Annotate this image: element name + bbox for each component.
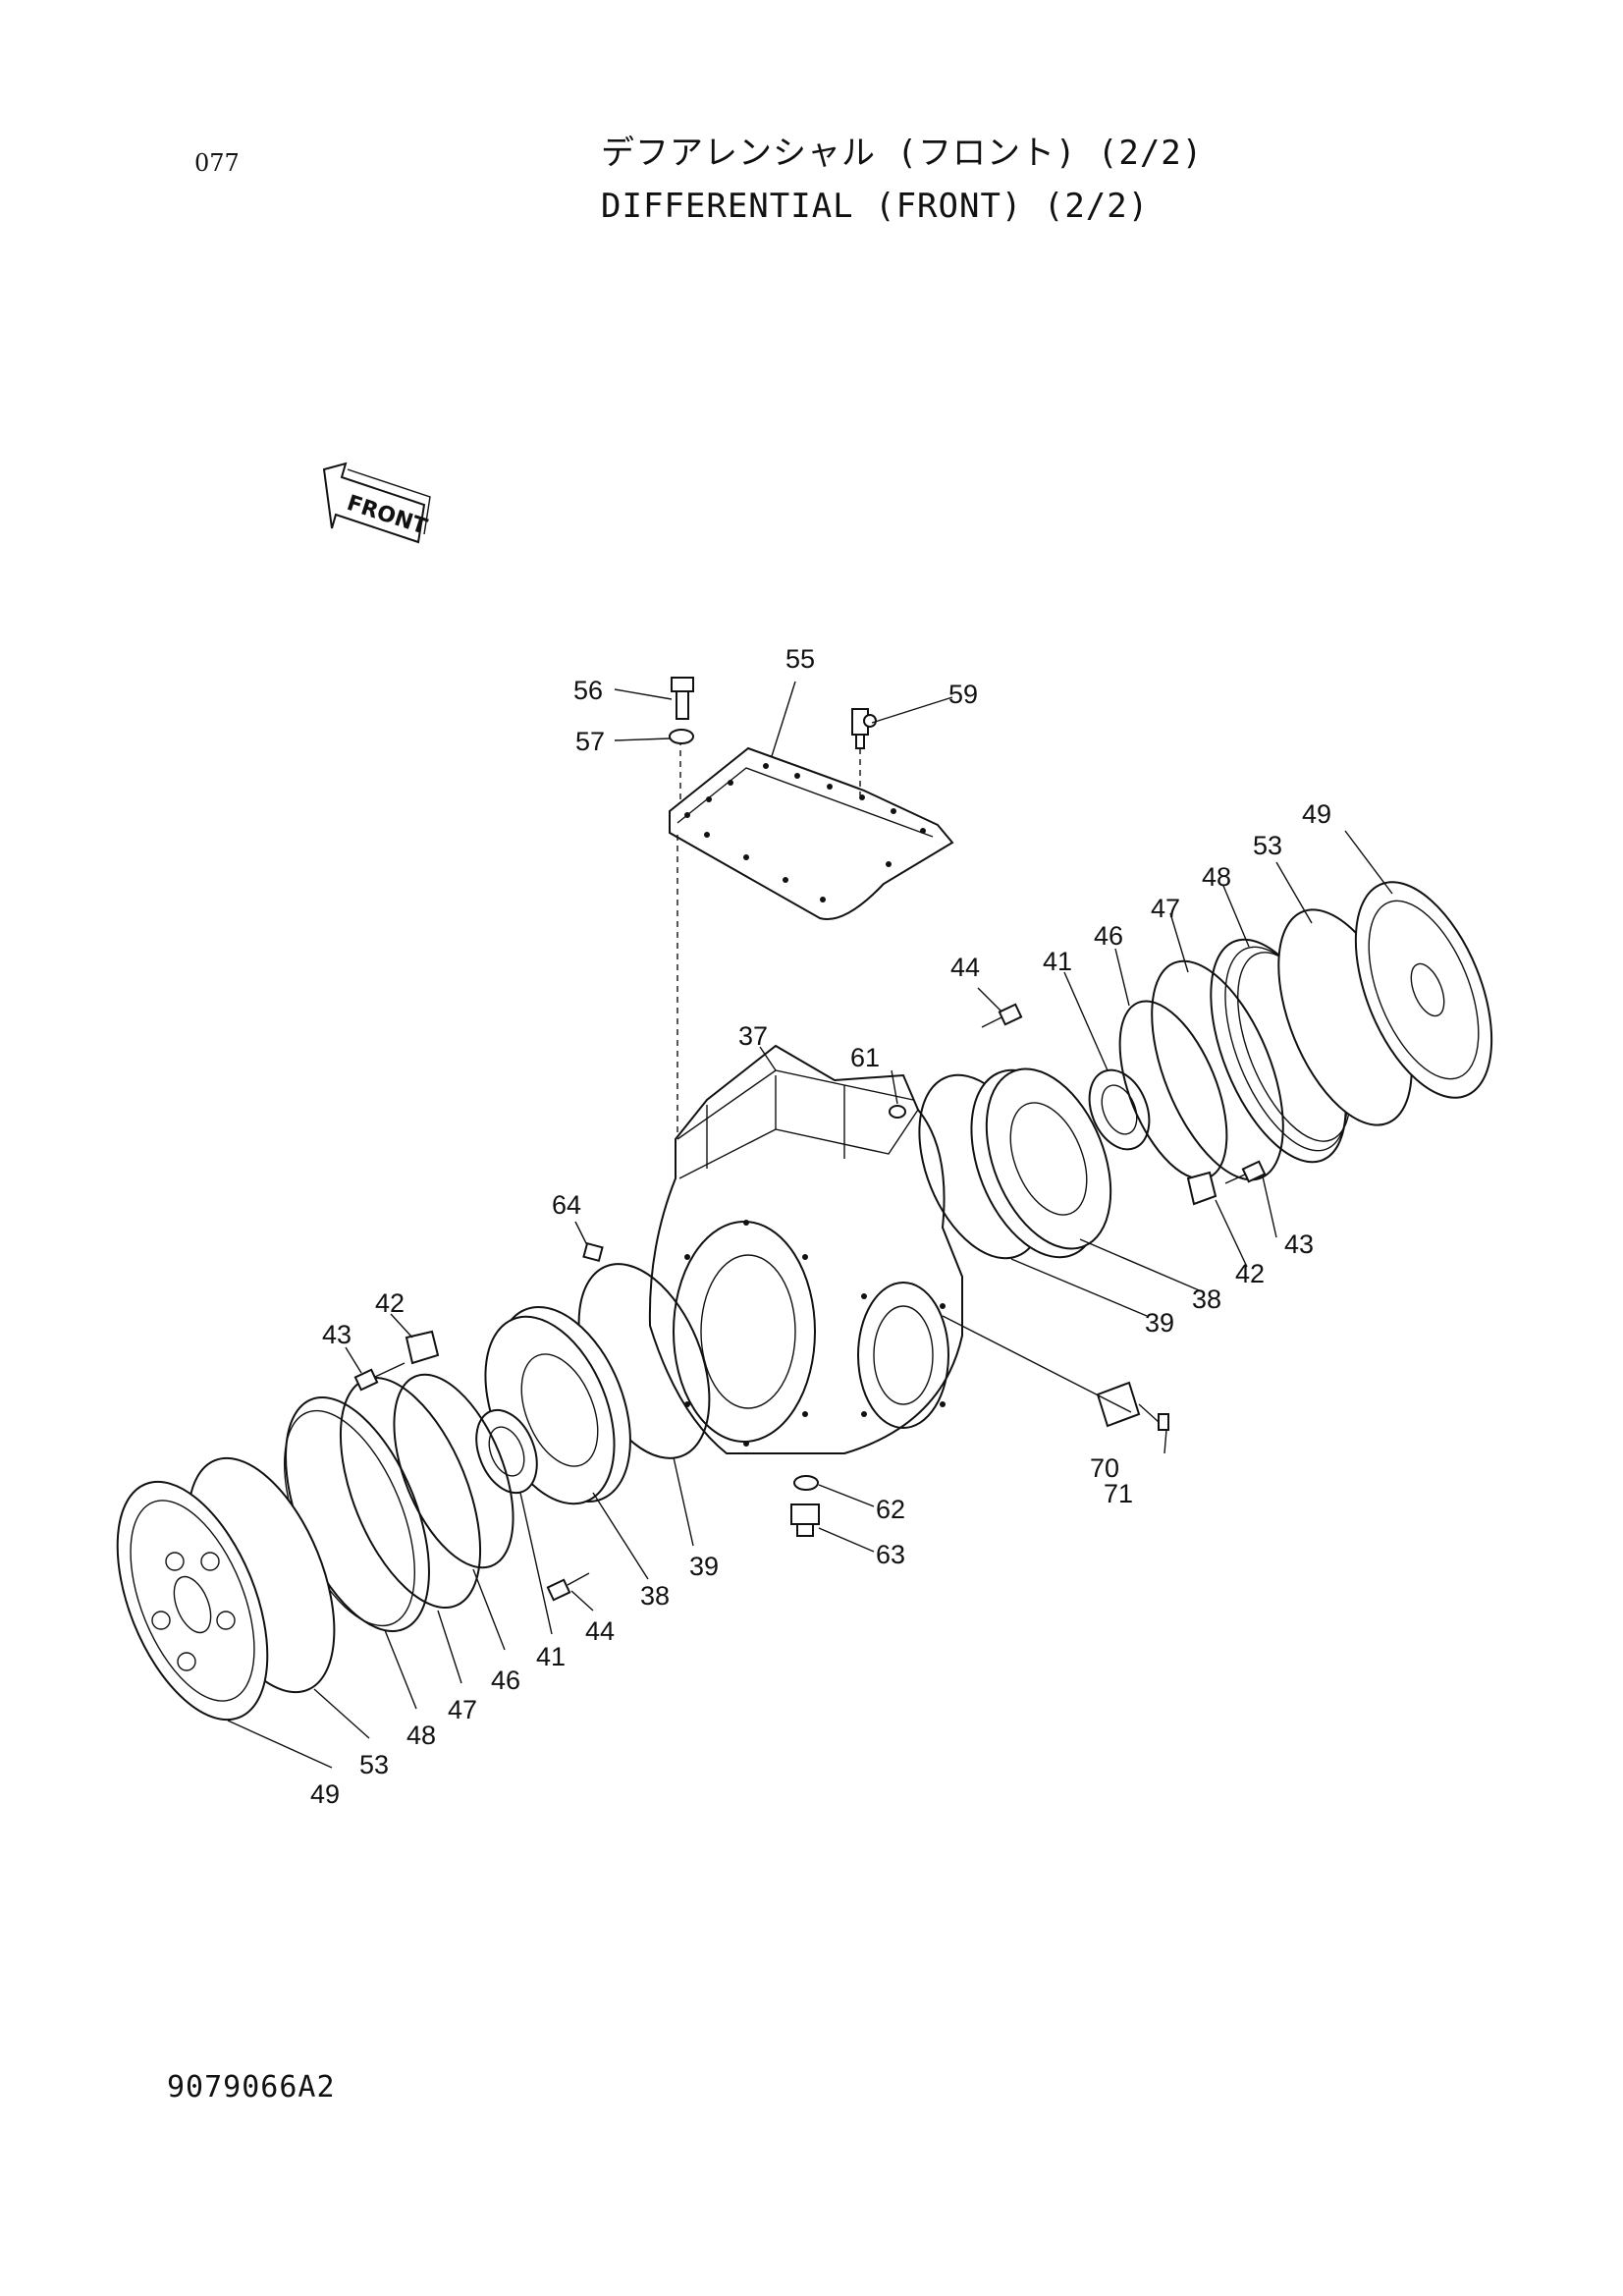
part-44-bolt-right (981, 1003, 1023, 1028)
callout-55: 55 (785, 644, 815, 674)
part-70-lock-plate (1096, 1381, 1141, 1428)
part-71-bolt (1138, 1403, 1169, 1431)
callout-70: 70 (1090, 1453, 1119, 1483)
part-62-washer (793, 1475, 819, 1491)
part-42-lock-left (405, 1330, 440, 1365)
leader-lines (227, 681, 1393, 1769)
callout-57: 57 (575, 727, 605, 756)
part-56-bolt (671, 677, 694, 720)
part-47-ring-right (1151, 959, 1284, 1181)
callout-44-left: 44 (585, 1616, 615, 1646)
callout-46-right: 46 (1094, 921, 1123, 951)
part-61-o-ring (889, 1105, 906, 1119)
left-side-assembly (116, 1263, 711, 1722)
callout-47-right: 47 (1151, 894, 1180, 923)
part-38-carrier-right (970, 1067, 1112, 1259)
callout-53-right: 53 (1253, 831, 1282, 860)
page-number: 077 (194, 149, 240, 177)
callout-48-right: 48 (1202, 862, 1231, 892)
callout-43-right: 43 (1284, 1230, 1314, 1259)
part-46-ring-left (393, 1373, 514, 1569)
callout-64: 64 (552, 1190, 581, 1220)
right-side-assembly (918, 881, 1493, 1260)
part-49-disc-left (116, 1480, 269, 1722)
callout-39-left: 39 (689, 1552, 719, 1581)
callout-47-left: 47 (448, 1695, 477, 1724)
callout-labels: 56 57 55 59 49 53 48 47 46 41 44 37 61 6… (310, 644, 1331, 1809)
callout-56: 56 (573, 676, 603, 705)
part-42-lock-right (1186, 1171, 1217, 1206)
title-japanese: デフアレンシャル (フロント) (2/2) (601, 134, 1204, 173)
callout-48-left: 48 (406, 1721, 436, 1750)
part-37-differential-housing (648, 1044, 963, 1454)
part-44-bolt-left (546, 1572, 590, 1602)
part-41-nut-left (475, 1408, 538, 1495)
title-english: DIFFERENTIAL (FRONT) (2/2) (601, 187, 1150, 226)
callout-39-right: 39 (1145, 1308, 1174, 1338)
part-59-breather (851, 708, 877, 749)
part-49-disc-right (1354, 881, 1493, 1099)
callout-53-left: 53 (359, 1750, 389, 1779)
callout-61: 61 (850, 1043, 880, 1072)
callout-49-left: 49 (310, 1779, 340, 1809)
callout-42-left: 42 (375, 1288, 405, 1318)
callout-49-right: 49 (1302, 799, 1331, 829)
callout-62: 62 (876, 1495, 905, 1524)
callout-59: 59 (948, 680, 978, 709)
part-43-bolt-left (353, 1362, 406, 1392)
callout-44-right: 44 (950, 953, 980, 982)
callout-38-right: 38 (1192, 1285, 1221, 1314)
front-direction-arrow: FRONT (322, 462, 431, 544)
part-38-carrier-left (484, 1305, 631, 1505)
part-43-bolt-right (1224, 1160, 1267, 1184)
callout-46-left: 46 (491, 1666, 520, 1695)
part-41-nut-right (1088, 1068, 1151, 1151)
callout-42-right: 42 (1235, 1259, 1265, 1288)
callout-43-left: 43 (322, 1320, 352, 1349)
part-64-plug (582, 1241, 604, 1263)
part-57-washer (669, 729, 694, 744)
callout-38-left: 38 (640, 1581, 670, 1611)
callout-41-right: 41 (1043, 947, 1072, 976)
callout-37: 37 (738, 1021, 768, 1051)
callout-41-left: 41 (536, 1642, 566, 1671)
part-63-drain-plug (790, 1503, 820, 1537)
callout-63: 63 (876, 1540, 905, 1569)
part-55-cover-plate (669, 746, 954, 920)
callout-71: 71 (1104, 1479, 1133, 1508)
drawing-number: 9079066A2 (167, 2070, 336, 2105)
